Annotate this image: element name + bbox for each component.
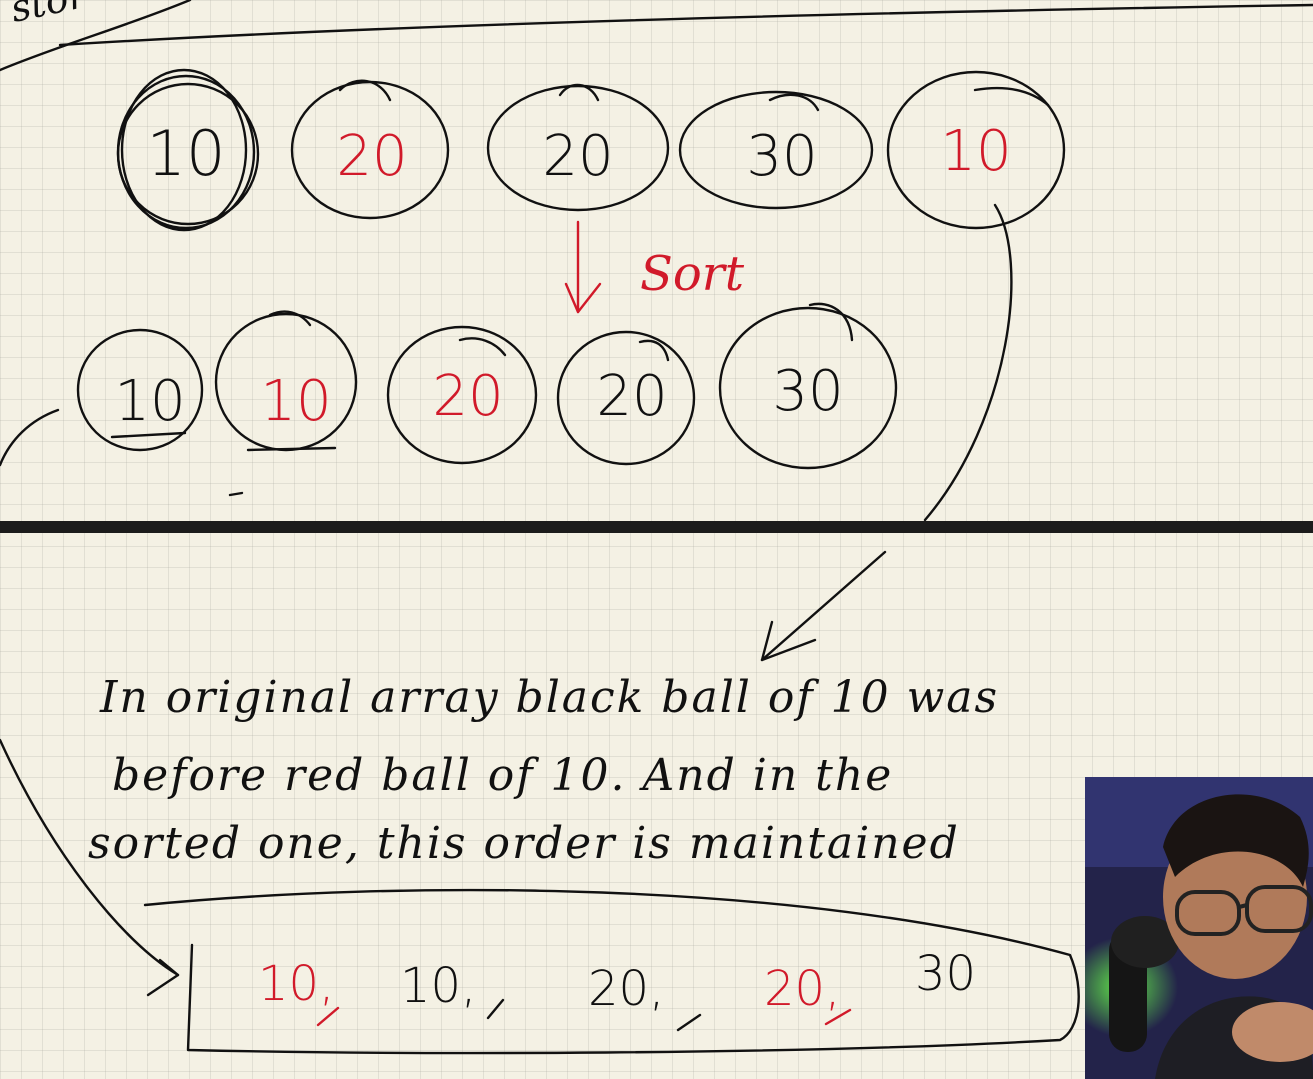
ball-sorted-3-label: 20 — [432, 364, 503, 429]
heading-fragment: stor — [7, 0, 93, 31]
note-line-1: In original array black ball of 10 was — [99, 672, 999, 723]
ball-sorted-2-label: 10 — [260, 369, 331, 434]
sorted-row: 10 10 20 20 30 — [76, 302, 898, 470]
ball-original-3-label: 20 — [542, 124, 613, 189]
ball-original-5: 10 — [886, 70, 1066, 230]
ball-original-4-label: 30 — [746, 124, 817, 189]
top-underline — [0, 0, 192, 72]
top-long-line — [58, 3, 1313, 47]
webcam-overlay — [1085, 777, 1313, 1079]
left-swoop-curve — [0, 738, 180, 977]
sequence-item-1: 10, — [258, 956, 334, 1012]
presenter-video — [1085, 777, 1313, 1079]
ball-original-4: 30 — [678, 90, 874, 210]
sequence-item-4: 20, — [764, 961, 840, 1017]
ball-original-2: 20 — [290, 79, 450, 220]
note-line-3: sorted one, this order is maintained — [88, 818, 960, 869]
original-row: 10 20 20 30 10 — [116, 68, 1066, 232]
sequence-box — [143, 888, 1080, 1055]
ball-sorted-5: 30 — [718, 302, 898, 470]
swoop-arrowhead — [146, 958, 180, 997]
section-divider — [0, 521, 1313, 533]
sort-label: Sort — [640, 246, 745, 302]
pointer-arrow — [760, 550, 887, 662]
left-link-curve — [0, 408, 60, 467]
ball-sorted-1-label: 10 — [114, 369, 185, 434]
sort-arrow — [564, 220, 602, 314]
sequence-item-5: 30 — [915, 946, 976, 1002]
ball-sorted-4: 20 — [556, 330, 696, 466]
ball-sorted-1: 10 — [76, 328, 204, 452]
ball-original-1: 10 — [116, 68, 260, 232]
ball-sorted-4-label: 20 — [596, 364, 667, 429]
note-line-2: before red ball of 10. And in the — [112, 750, 893, 801]
sequence-item-3: 20, — [588, 961, 664, 1017]
small-dash — [228, 491, 244, 497]
ball-original-5-label: 10 — [940, 119, 1011, 184]
ball-sorted-3: 20 — [386, 325, 538, 465]
red-ten-link-curve — [923, 203, 1013, 522]
sequence-item-2: 10, — [400, 958, 476, 1014]
ball-original-1-label: 10 — [147, 117, 226, 190]
ball-sorted-5-label: 30 — [772, 359, 843, 424]
ball-original-2-label: 20 — [336, 124, 407, 189]
ball-original-3: 20 — [486, 83, 670, 212]
sequence-values: 10, 10, 20, 20, 30 — [258, 946, 976, 1032]
ball-sorted-2: 10 — [214, 310, 358, 452]
